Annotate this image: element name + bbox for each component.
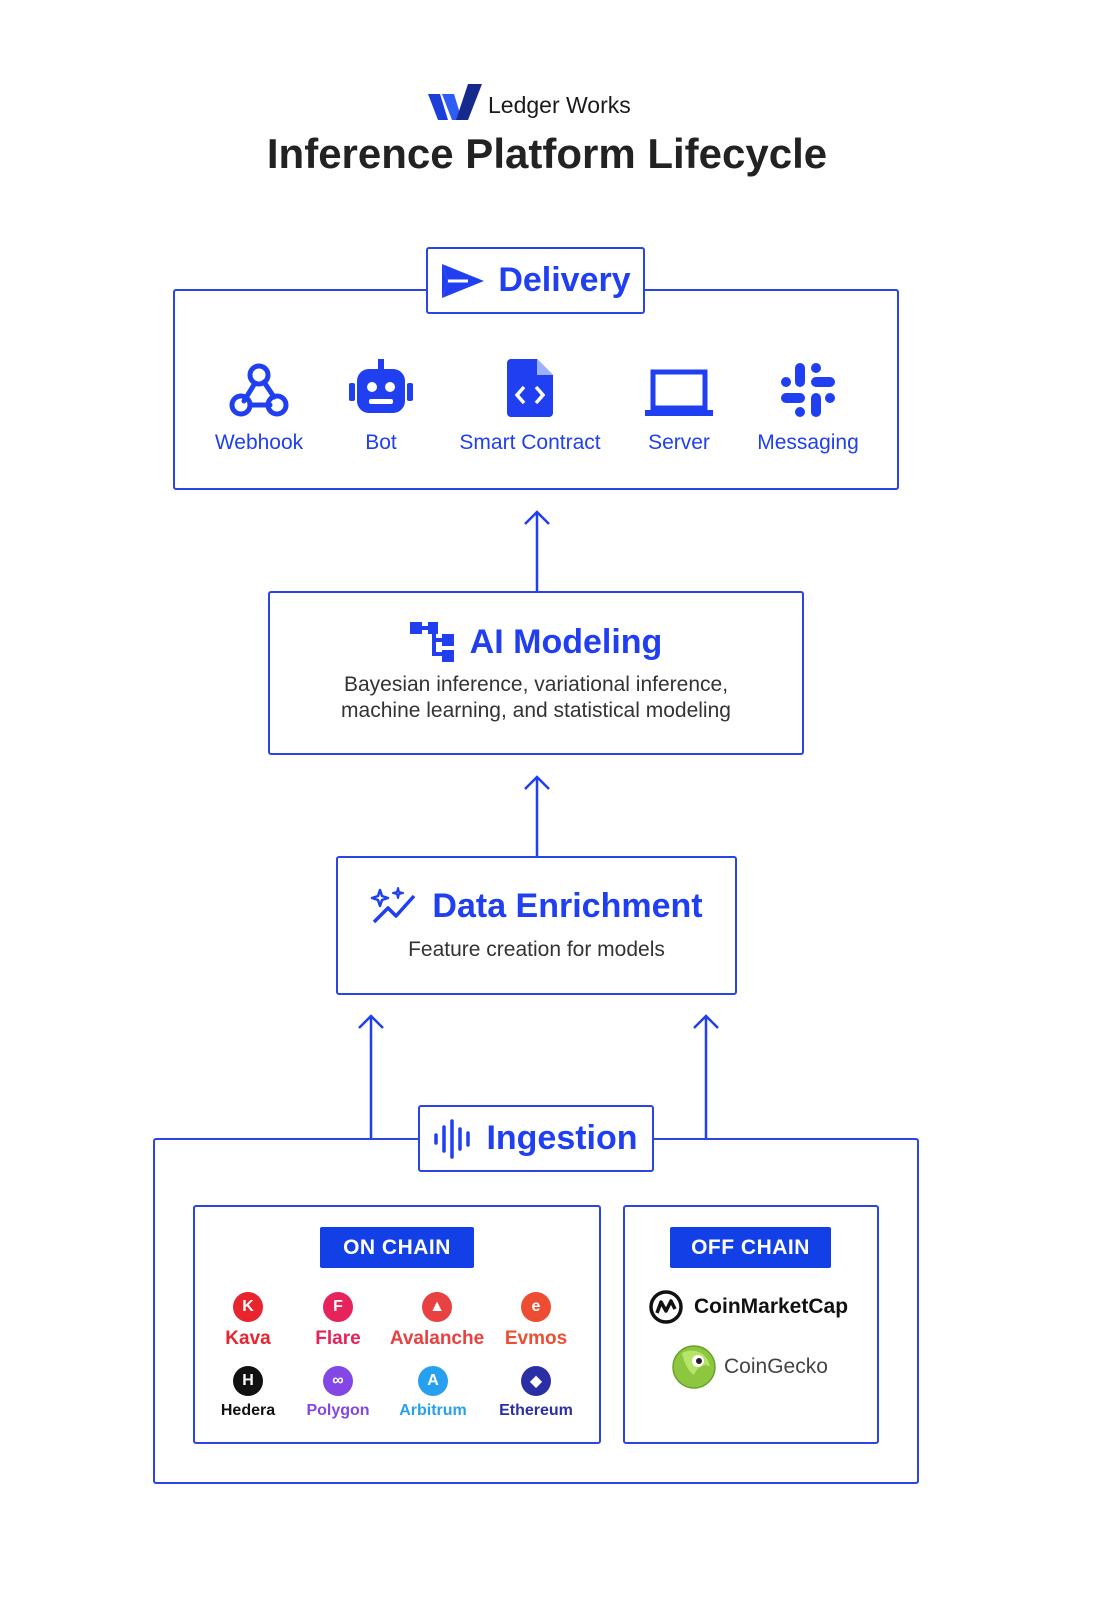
delivery-item-server: Server	[604, 355, 754, 455]
robot-icon	[349, 359, 413, 413]
flare-icon: F	[323, 1292, 353, 1322]
delivery-title: Delivery	[498, 261, 631, 299]
hedera-icon: H	[233, 1366, 263, 1396]
ai-modeling-description: Bayesian inference, variational inferenc…	[341, 673, 731, 722]
webhook-icon	[229, 363, 289, 417]
chain-arbitrum: A Arbitrum	[378, 1366, 488, 1420]
brand-logo	[428, 84, 484, 122]
avalanche-icon: ▲	[422, 1292, 452, 1322]
delivery-item-smart-contract: Smart Contract	[455, 355, 605, 455]
ingestion-title: Ingestion	[486, 1119, 638, 1157]
slack-icon	[781, 363, 835, 417]
ethereum-icon: ◆	[521, 1366, 551, 1396]
ingestion-label: Ingestion	[418, 1105, 654, 1172]
chain-flare: F Flare	[283, 1292, 393, 1350]
source-coingecko: CoinGecko	[672, 1345, 828, 1389]
chain-kava: K Kava	[193, 1292, 303, 1350]
off-chain-label: OFF CHAIN	[670, 1227, 831, 1268]
audio-wave-icon	[434, 1118, 471, 1159]
laptop-icon	[645, 369, 713, 416]
delivery-item-messaging: Messaging	[733, 355, 883, 455]
delivery-label: Delivery	[426, 247, 645, 314]
chain-evmos: e Evmos	[481, 1292, 591, 1350]
chain-polygon: ∞ Polygon	[283, 1366, 393, 1420]
polygon-icon: ∞	[323, 1366, 353, 1396]
enrichment-header: Data Enrichment	[336, 886, 737, 926]
delivery-item-webhook: Webhook	[184, 355, 334, 455]
ai-modeling-header: AI Modeling	[268, 622, 804, 662]
delivery-box	[173, 289, 899, 490]
chain-ethereum: ◆ Ethereum	[481, 1366, 591, 1420]
sparkle-chart-icon	[371, 887, 416, 924]
enrichment-box	[336, 856, 737, 995]
coinmarketcap-icon	[649, 1290, 683, 1324]
source-coinmarketcap: CoinMarketCap	[648, 1289, 848, 1325]
page-title: Inference Platform Lifecycle	[266, 130, 828, 177]
arbitrum-icon: A	[418, 1366, 448, 1396]
structure-icon	[409, 622, 454, 662]
code-file-icon	[507, 359, 553, 417]
send-icon	[442, 263, 485, 298]
chain-avalanche: ▲ Avalanche	[377, 1292, 497, 1350]
brand-name: Ledger Works	[488, 92, 631, 118]
ai-modeling-title: AI Modeling	[469, 622, 663, 661]
enrichment-title: Data Enrichment	[432, 886, 703, 925]
enrichment-subtitle: Feature creation for models	[408, 938, 665, 961]
chain-hedera: H Hedera	[193, 1366, 303, 1420]
kava-icon: K	[233, 1292, 263, 1322]
delivery-item-bot: Bot	[306, 355, 456, 455]
on-chain-label: ON CHAIN	[320, 1227, 474, 1268]
ai-modeling-box	[268, 591, 804, 755]
coingecko-icon	[672, 1345, 716, 1389]
evmos-icon: e	[521, 1292, 551, 1322]
ledger-works-logo-icon	[428, 84, 482, 120]
